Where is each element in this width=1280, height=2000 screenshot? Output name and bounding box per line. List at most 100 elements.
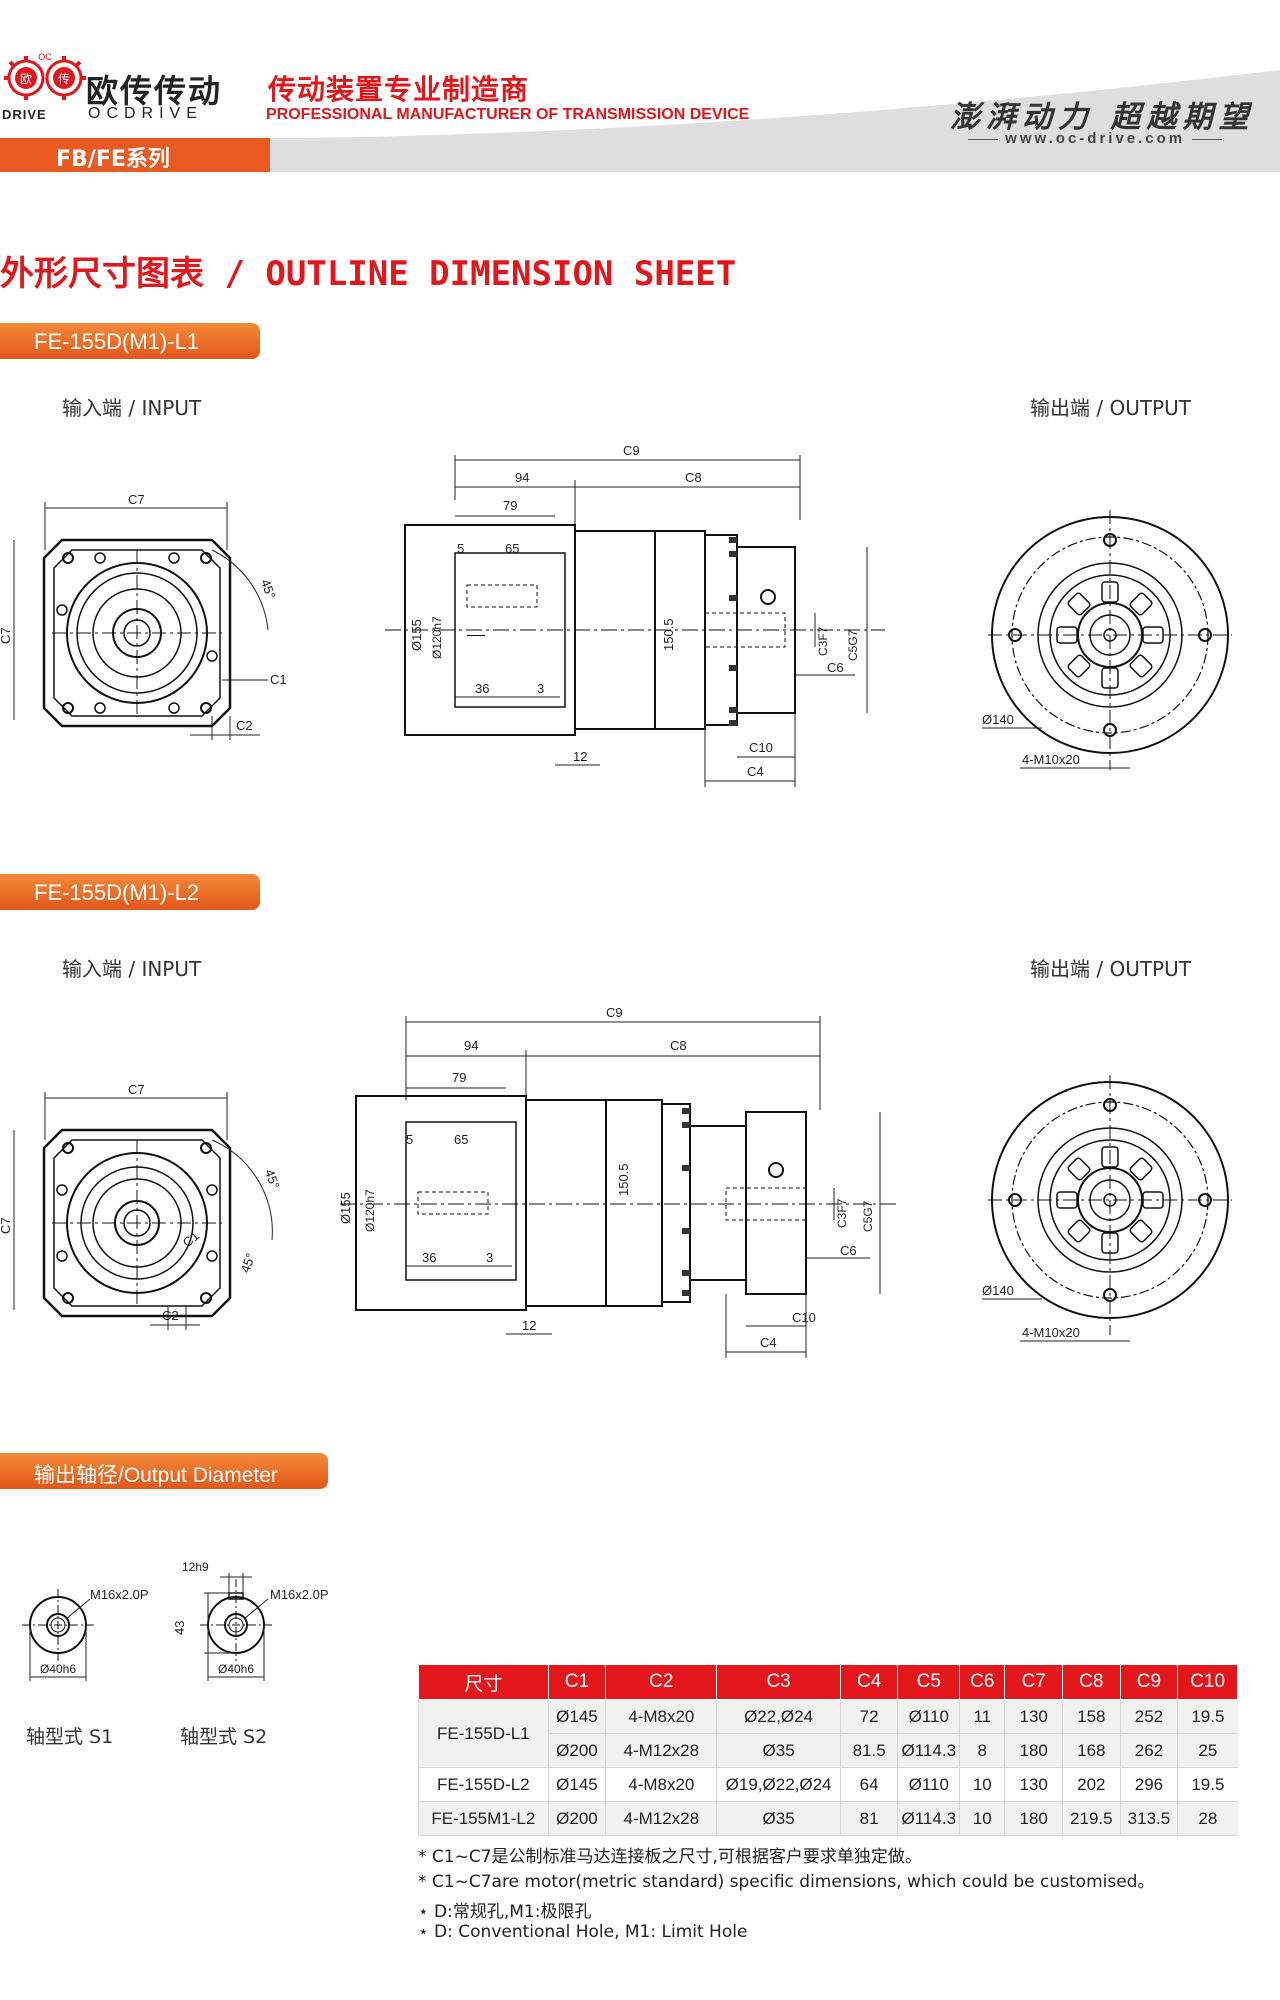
input-view-l1: C7 C7 45° C1 C2 (0, 490, 300, 750)
dim-angle2-l2: 45° (237, 1251, 258, 1275)
logo-letter-1: 欧 (20, 72, 32, 86)
dim-12-l2: 12 (522, 1318, 536, 1333)
dim-150-l2: 150.5 (616, 1163, 631, 1196)
input-label-l2: 输入端 / INPUT (62, 957, 202, 981)
model-label-l2: FE-155D(M1)-L2 (0, 874, 260, 910)
table-cell: 180 (1004, 1733, 1063, 1768)
table-header: C2 (605, 1664, 718, 1700)
side-view-l1: C9 94 C8 79 65 5 Ø155 Ø120h7 150.5 36 3 … (385, 435, 905, 795)
dim-angle-l1: 45° (258, 577, 279, 601)
note-2: * C1~C7are motor(metric standard) specif… (418, 1872, 1155, 1892)
table-cell: 202 (1062, 1767, 1121, 1802)
table-header: C1 (547, 1664, 607, 1700)
table-cell-model: FE-155M1-L2 (418, 1801, 549, 1836)
table-cell: 11 (959, 1699, 1005, 1734)
dim-c3-l1: C3F7 (816, 626, 830, 656)
table-cell: Ø110 (897, 1699, 960, 1734)
shaft-s1-diameter: Ø40h6 (40, 1662, 76, 1676)
table-cell: 313.5 (1119, 1801, 1178, 1836)
table-header: C5 (897, 1664, 961, 1700)
table-cell: 168 (1062, 1733, 1121, 1768)
brand-name-cn: 欧传传动 (86, 72, 223, 110)
logo-subtitle: DRIVE (2, 107, 47, 122)
shaft-s1-caption: 轴型式 S1 (26, 1726, 114, 1748)
table-cell: 4-M8x20 (605, 1699, 717, 1734)
spec-table: 尺寸 C1 C2 C3 C4 C5 C6 C7 C8 C9 C10 FE-155… (418, 1664, 1238, 1836)
input-label-l1: 输入端 / INPUT (62, 396, 202, 420)
table-cell-model: FE-155D-L2 (418, 1767, 549, 1802)
table-cell: 262 (1119, 1733, 1178, 1768)
table-row: FE-155D-L1 Ø145 4-M8x20 Ø22,Ø24 72 Ø110 … (418, 1699, 1238, 1768)
dim-angle-l2: 45° (262, 1167, 283, 1191)
dim-36-l1: 36 (475, 681, 489, 696)
shaft-s1-thread: M16x2.0P (90, 1587, 149, 1602)
table-cell: 81.5 (839, 1733, 898, 1768)
logo-letter-2: 传 (58, 71, 70, 86)
note-1: * C1~C7是公制标准马达连接板之尺寸,可根据客户要求单独定做。 (418, 1847, 922, 1867)
dim-c6-l1: C6 (827, 660, 844, 675)
side-view-l2: C9 94 C8 79 65 5 Ø155 Ø120h7 150.5 36 3 … (338, 1000, 910, 1360)
dim-79-l2: 79 (452, 1070, 466, 1085)
dim-c6-l2: C6 (840, 1243, 857, 1258)
table-cell: 180 (1004, 1801, 1063, 1836)
table-cell-model: FE-155D-L1 (418, 1699, 549, 1768)
dim-5-l1: 5 (457, 541, 464, 556)
table-cell: 64 (839, 1767, 898, 1802)
dim-12-l1: 12 (573, 749, 587, 764)
table-cell: 10 (959, 1767, 1005, 1802)
dim-120-l2: Ø120h7 (363, 1189, 377, 1232)
dim-c10-l1: C10 (749, 740, 773, 755)
website-text[interactable]: www.oc-drive.com (1005, 130, 1186, 147)
table-cell: 8 (959, 1733, 1005, 1768)
table-cell: 19.5 (1177, 1699, 1238, 1734)
table-header: C7 (1004, 1664, 1064, 1700)
shaft-s1-drawing: M16x2.0P Ø40h6 (0, 1555, 170, 1695)
dim-150-l1: 150.5 (661, 618, 676, 651)
table-row: Ø200 4-M12x28 Ø35 81.5 Ø114.3 8 180 168 … (419, 1733, 1238, 1768)
logo-mark: 欧 传 OC (4, 52, 86, 100)
note-3: ⋆ D:常规孔,M1:极限孔 (418, 1902, 592, 1922)
dim-140-l2: Ø140 (982, 1283, 1014, 1298)
table-cell: 296 (1119, 1767, 1178, 1802)
dim-c2-l2: C2 (162, 1308, 179, 1323)
dim-36-l2: 36 (422, 1250, 436, 1265)
website-link[interactable]: www.oc-drive.com (968, 130, 1268, 147)
note-4: ⋆ D: Conventional Hole, M1: Limit Hole (418, 1922, 748, 1942)
dim-c10-l2: C10 (792, 1310, 816, 1325)
dim-c5-l1: C5G7 (846, 629, 860, 661)
dim-c4-l2: C4 (760, 1335, 777, 1350)
output-label-l1: 输出端 / OUTPUT (1030, 396, 1191, 420)
brand-slogan: 澎湃动力 超越期望 (950, 100, 1255, 135)
table-cell: Ø19,Ø22,Ø24 (716, 1767, 841, 1802)
dim-c4-l1: C4 (747, 764, 764, 779)
table-cell: 25 (1177, 1733, 1238, 1768)
table-row: FE-155D-L2 Ø145 4-M8x20 Ø19,Ø22,Ø24 64 Ø… (418, 1767, 1238, 1802)
table-header-row: 尺寸 C1 C2 C3 C4 C5 C6 C7 C8 C9 C10 (418, 1664, 1238, 1700)
shaft-s2-key-height: 43 (172, 1621, 187, 1635)
table-header: C4 (839, 1664, 899, 1700)
table-cell: 158 (1062, 1699, 1121, 1734)
tagline-cn: 传动装置专业制造商 (268, 73, 530, 106)
table-cell: Ø200 (547, 1733, 606, 1768)
tagline-en: PROFESSIONAL MANUFACTURER OF TRANSMISSIO… (266, 106, 750, 123)
table-cell: Ø110 (897, 1767, 960, 1802)
output-diameter-label: 输出轴径/Output Diameter (0, 1453, 328, 1489)
dim-c8-l1: C8 (685, 470, 702, 485)
dim-c7-side: C7 (0, 627, 13, 644)
table-cell: 4-M12x28 (605, 1733, 717, 1768)
dim-3-l1: 3 (537, 681, 544, 696)
dim-holes-l2: 4-M10x20 (1022, 1325, 1080, 1340)
table-cell: Ø114.3 (897, 1733, 960, 1768)
table-header: C8 (1062, 1664, 1121, 1700)
dim-5-l2: 5 (406, 1132, 413, 1147)
table-cell: 81 (839, 1801, 898, 1836)
table-cell: Ø145 (547, 1767, 606, 1802)
dim-c7-top-l2: C7 (128, 1082, 145, 1097)
table-cell: 4-M12x28 (605, 1801, 717, 1836)
table-cell: 4-M8x20 (605, 1767, 717, 1802)
dim-3-l2: 3 (486, 1250, 493, 1265)
page-header: 欧 传 OC DRIVE 欧传传动 OCDRIVE 传动装置专业制造商 PROF… (0, 0, 1280, 172)
table-header: C3 (716, 1664, 841, 1700)
shaft-s2-thread: M16x2.0P (270, 1587, 329, 1602)
table-cell: 19.5 (1177, 1767, 1238, 1802)
